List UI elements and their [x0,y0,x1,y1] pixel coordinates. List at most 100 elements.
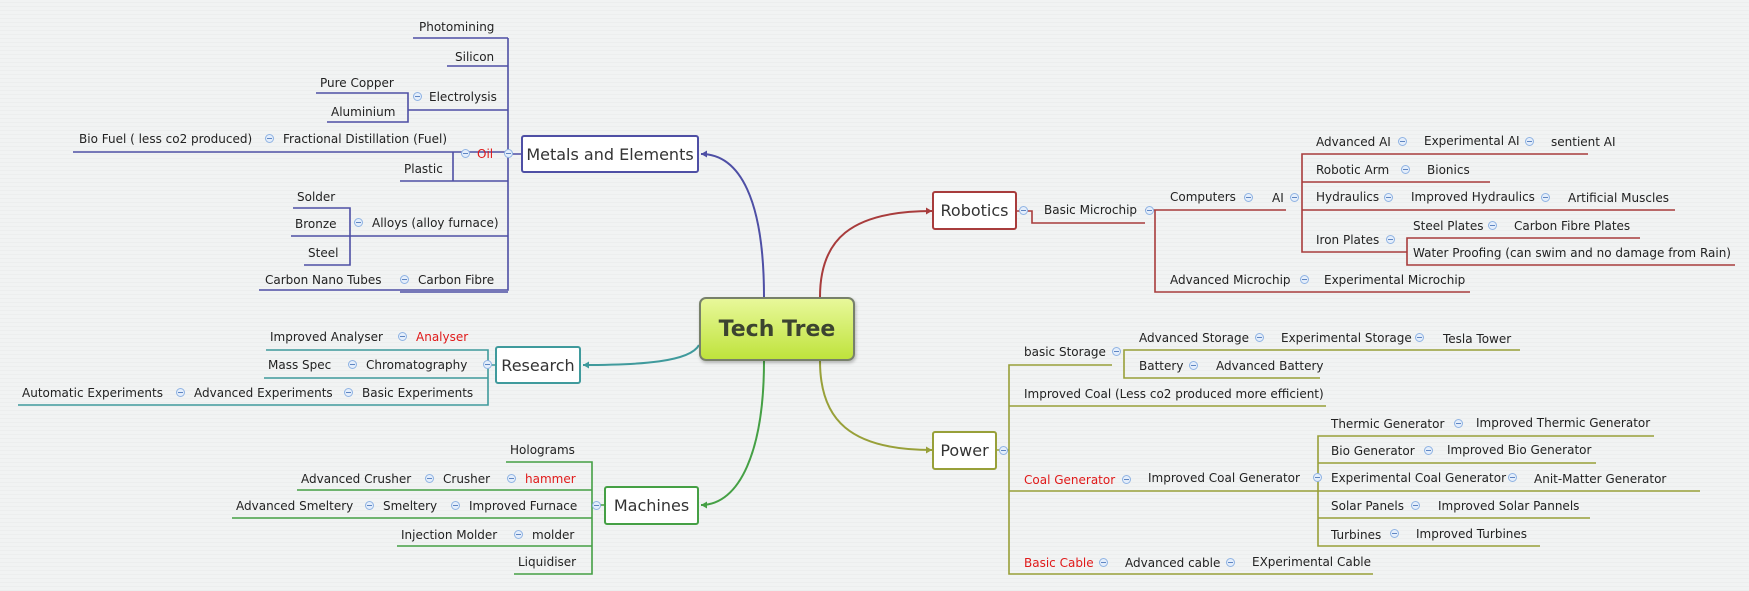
collapse-toggle[interactable] [1255,333,1264,342]
topic-power[interactable]: Power [932,431,997,470]
collapse-toggle[interactable] [504,149,513,158]
node-oil[interactable]: Oil [477,147,494,161]
collapse-toggle[interactable] [1019,206,1028,215]
node-injection-molder[interactable]: Injection Molder [401,528,498,542]
topic-machines[interactable]: Machines [604,486,699,525]
node-analyser[interactable]: Analyser [416,330,469,344]
node-artificial-muscles[interactable]: Artificial Muscles [1568,191,1669,205]
collapse-toggle[interactable] [1488,221,1497,230]
node-improved-coal-generator[interactable]: Improved Coal Generator [1148,471,1300,485]
node-mass-spec[interactable]: Mass Spec [268,358,332,372]
node-iron-plates[interactable]: Iron Plates [1316,233,1380,247]
node-improved-turbines[interactable]: Improved Turbines [1416,527,1528,541]
node-improved-furnace[interactable]: Improved Furnace [469,499,578,513]
node-steel[interactable]: Steel [308,246,339,260]
node-basic-cable[interactable]: Basic Cable [1024,556,1094,570]
node-advanced-smeltery[interactable]: Advanced Smeltery [236,499,354,513]
node-carbon-fibre[interactable]: Carbon Fibre [418,273,495,287]
topic-research[interactable]: Research [495,346,581,384]
collapse-toggle[interactable] [365,501,374,510]
node-automatic-experiments[interactable]: Automatic Experiments [22,386,163,400]
node-holograms[interactable]: Holograms [510,443,575,457]
node-bio-fuel[interactable]: Bio Fuel ( less co2 produced) [79,132,253,146]
node-bionics[interactable]: Bionics [1427,163,1470,177]
collapse-toggle[interactable] [265,134,274,143]
collapse-toggle[interactable] [1290,193,1299,202]
node-electrolysis[interactable]: Electrolysis [429,90,497,104]
collapse-toggle[interactable] [413,92,422,101]
collapse-toggle[interactable] [1541,193,1550,202]
collapse-toggle[interactable] [400,275,409,284]
node-ai[interactable]: AI [1272,191,1284,205]
node-improved-hydraulics[interactable]: Improved Hydraulics [1411,190,1535,204]
collapse-toggle[interactable] [592,501,601,510]
node-carbon-nano-tubes[interactable]: Carbon Nano Tubes [265,273,382,287]
collapse-toggle[interactable] [1300,275,1309,284]
node-improved-solar-pannels[interactable]: Improved Solar Pannels [1438,499,1580,513]
node-basic-storage[interactable]: basic Storage [1024,345,1106,359]
node-pure-copper[interactable]: Pure Copper [320,76,394,90]
collapse-toggle[interactable] [1401,165,1410,174]
collapse-toggle[interactable] [1112,347,1121,356]
node-thermic-generator[interactable]: Thermic Generator [1331,417,1445,431]
node-chromatography[interactable]: Chromatography [366,358,468,372]
collapse-toggle[interactable] [483,360,492,369]
node-fractional-distillation[interactable]: Fractional Distillation (Fuel) [283,132,448,146]
collapse-toggle[interactable] [344,388,353,397]
collapse-toggle[interactable] [514,530,523,539]
collapse-toggle[interactable] [1384,193,1393,202]
node-anti-matter-generator[interactable]: Anit-Matter Generator [1534,472,1667,486]
node-silicon[interactable]: Silicon [455,50,495,64]
collapse-toggle[interactable] [348,360,357,369]
node-hydraulics[interactable]: Hydraulics [1316,190,1380,204]
node-solar-panels[interactable]: Solar Panels [1331,499,1405,513]
collapse-toggle[interactable] [354,218,363,227]
node-advanced-cable[interactable]: Advanced cable [1125,556,1221,570]
node-experimental-microchip[interactable]: Experimental Microchip [1324,273,1466,287]
node-coal-generator[interactable]: Coal Generator [1024,473,1116,487]
collapse-toggle[interactable] [398,332,407,341]
node-steel-plates[interactable]: Steel Plates [1413,219,1484,233]
collapse-toggle[interactable] [1386,235,1395,244]
collapse-toggle[interactable] [1313,473,1322,482]
collapse-toggle[interactable] [999,446,1008,455]
node-sentient-ai[interactable]: sentient AI [1551,135,1616,149]
collapse-toggle[interactable] [176,388,185,397]
node-improved-bio-generator[interactable]: Improved Bio Generator [1447,443,1592,457]
collapse-toggle[interactable] [1189,361,1198,370]
node-water-proofing[interactable]: Water Proofing (can swim and no damage f… [1413,246,1731,260]
node-plastic[interactable]: Plastic [404,162,443,176]
node-basic-microchip[interactable]: Basic Microchip [1044,203,1138,217]
node-bronze[interactable]: Bronze [295,217,337,231]
node-experimental-ai[interactable]: Experimental AI [1424,134,1520,148]
node-advanced-ai[interactable]: Advanced AI [1316,135,1391,149]
node-solder[interactable]: Solder [297,190,336,204]
node-bio-generator[interactable]: Bio Generator [1331,444,1415,458]
node-experimental-cable[interactable]: EXperimental Cable [1252,555,1372,569]
node-aluminium[interactable]: Aluminium [331,105,396,119]
node-battery[interactable]: Battery [1139,359,1184,373]
collapse-toggle[interactable] [1525,137,1534,146]
node-liquidiser[interactable]: Liquidiser [518,555,577,569]
collapse-toggle[interactable] [425,474,434,483]
node-advanced-crusher[interactable]: Advanced Crusher [301,472,412,486]
node-improved-coal[interactable]: Improved Coal (Less co2 produced more ef… [1024,387,1324,401]
collapse-toggle[interactable] [1099,558,1108,567]
node-experimental-storage[interactable]: Experimental Storage [1281,331,1412,345]
node-carbon-fibre-plates[interactable]: Carbon Fibre Plates [1514,219,1631,233]
node-turbines[interactable]: Turbines [1331,528,1382,542]
collapse-toggle[interactable] [507,474,516,483]
collapse-toggle[interactable] [1398,137,1407,146]
node-robotic-arm[interactable]: Robotic Arm [1316,163,1390,177]
node-improved-thermic-generator[interactable]: Improved Thermic Generator [1476,416,1651,430]
collapse-toggle[interactable] [1226,558,1235,567]
node-advanced-storage[interactable]: Advanced Storage [1139,331,1250,345]
node-improved-analyser[interactable]: Improved Analyser [270,330,383,344]
topic-robotics[interactable]: Robotics [932,191,1017,230]
node-molder[interactable]: molder [532,528,575,542]
node-advanced-experiments[interactable]: Advanced Experiments [194,386,333,400]
collapse-toggle[interactable] [451,501,460,510]
collapse-toggle[interactable] [1415,333,1424,342]
collapse-toggle[interactable] [1454,419,1463,428]
node-alloys[interactable]: Alloys (alloy furnace) [372,216,499,230]
